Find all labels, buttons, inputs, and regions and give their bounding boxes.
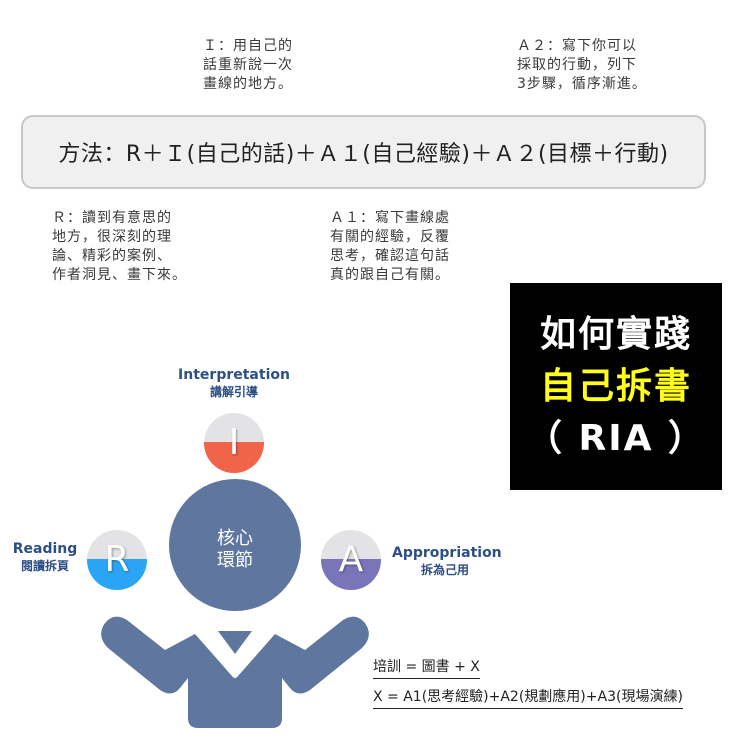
interpretation-label-en: Interpretation [178, 367, 290, 383]
title-line-3: （ RIA ） [525, 417, 707, 459]
i-step-note: Ｉ：用自己的 話重新說一次 畫線的地方。 [203, 38, 293, 92]
appropriation-label-zh: 拆為己用 [420, 563, 469, 577]
appropriation-label: Appropriation 拆為己用 [392, 545, 502, 578]
appropriation-label-en: Appropriation [392, 545, 502, 561]
ria-title-box: 如何實踐 自己拆書 （ RIA ） [510, 283, 722, 490]
interpretation-label: Interpretation 講解引導 [174, 367, 294, 400]
reading-r-icon: R [87, 530, 147, 590]
a2-step-note: Ａ２：寫下你可以 採取的行動，列下 3步驟，循序漸進。 [517, 38, 647, 92]
interpretation-letter: I [228, 422, 240, 463]
core-label-line1: 核心 [217, 528, 253, 549]
reading-letter: R [104, 539, 130, 580]
r-step-note: Ｒ：讀到有意思的 地方，很深刻的理 論、精彩的案例、 作者洞見、畫下來。 [52, 210, 187, 283]
reading-label-en: Reading [12, 541, 78, 557]
method-formula-box: 方法：R＋Ｉ(自己的話)＋Ａ１(自己經驗)＋Ａ２(目標＋行動) [21, 115, 706, 189]
title-line-2: 自己拆書 [539, 365, 692, 407]
appropriation-a-icon: A [321, 530, 381, 590]
appropriation-letter: A [338, 539, 364, 580]
training-formula: 培訓 = 圖書 + X [373, 656, 480, 679]
reading-label: Reading 閱讀拆頁 [10, 541, 80, 574]
core-label: 核心 環節 [195, 528, 275, 572]
core-label-line2: 環節 [217, 550, 253, 571]
x-formula: X = A1(思考經驗)+A2(規劃應用)+A3(現場演練) [373, 686, 683, 709]
method-formula-text: 方法：R＋Ｉ(自己的話)＋Ａ１(自己經驗)＋Ａ２(目標＋行動) [58, 142, 669, 167]
reading-label-zh: 閱讀拆頁 [20, 559, 69, 573]
title-line-1: 如何實踐 [539, 313, 692, 355]
a1-step-note: Ａ１：寫下畫線處 有關的經驗，反覆 思考，確認這句話 真的跟自己有關。 [330, 210, 450, 283]
interpretation-label-zh: 講解引導 [209, 385, 258, 399]
interpretation-i-icon: I [204, 413, 264, 473]
